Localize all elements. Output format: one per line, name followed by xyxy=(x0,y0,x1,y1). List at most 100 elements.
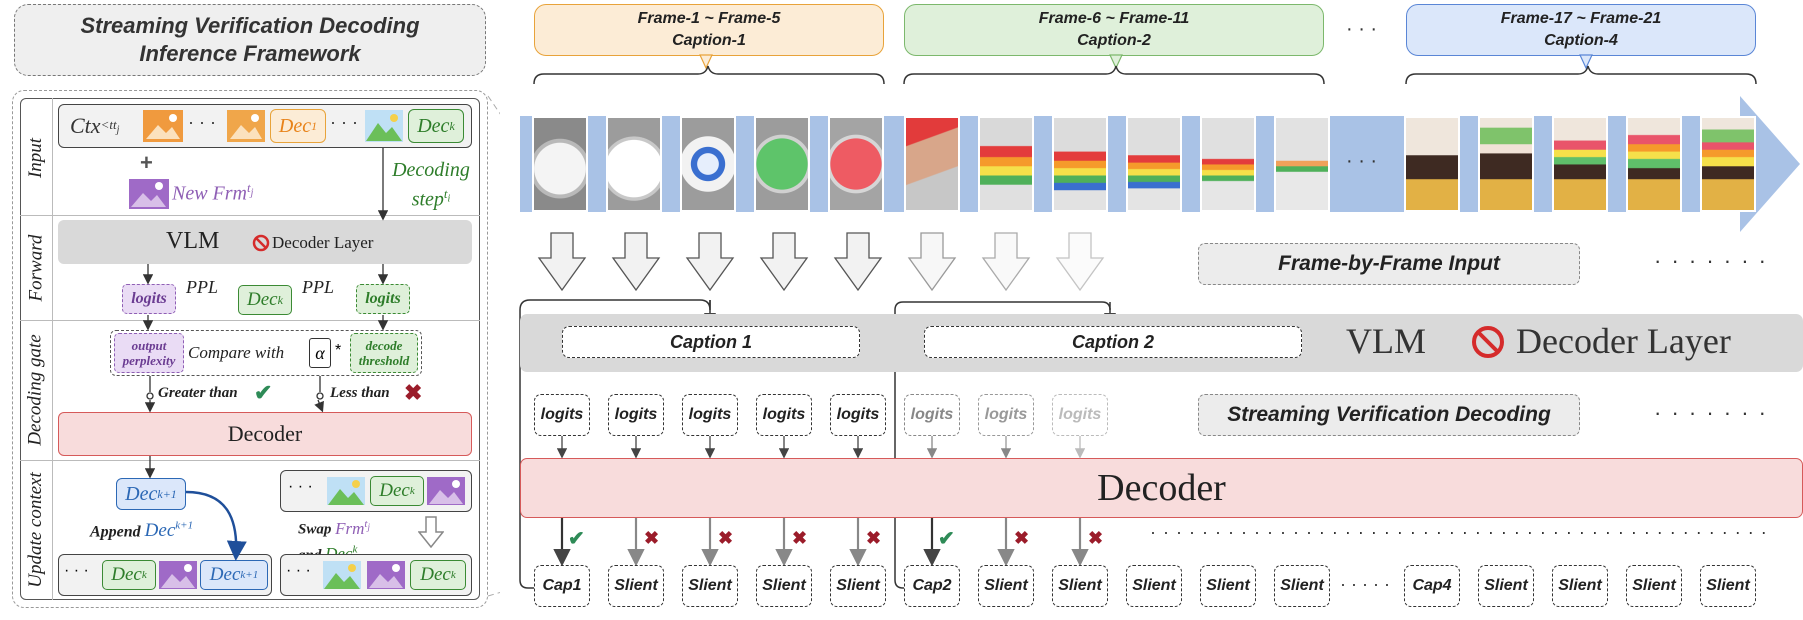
down-arrow-1 xyxy=(537,232,587,292)
caption-ellipsis: · · · xyxy=(1346,18,1378,40)
long-dots-2: · · · · · · · xyxy=(1654,400,1768,425)
new-frame-icon xyxy=(129,179,169,209)
decoder-layer-label-left: Decoder Layer xyxy=(272,233,374,252)
streaming-verification-label: Streaming Verification Decoding xyxy=(1198,394,1580,436)
times-sign: * xyxy=(335,342,342,359)
decoder-bar: Decoder xyxy=(520,458,1803,518)
cross-icon-3: ✖ xyxy=(718,528,734,548)
orange-frame-icon xyxy=(143,110,183,142)
video-frame-21 xyxy=(1700,116,1756,212)
down-arrow-6 xyxy=(907,232,957,292)
output-slient-1: Slient xyxy=(608,565,664,607)
logits-box-green: logits xyxy=(356,284,410,314)
swapped-purple-icon xyxy=(367,561,405,589)
check-icon-1: ✔ xyxy=(568,528,585,550)
output-slient-3: Slient xyxy=(756,565,812,607)
cross-icon-2: ✖ xyxy=(644,528,660,548)
logits-box-5: logits xyxy=(830,394,886,436)
compare-group xyxy=(110,330,422,376)
logits-box-6: logits xyxy=(904,394,960,436)
long-dots-1: · · · · · · · xyxy=(1654,248,1768,273)
ppl-label-1: PPL xyxy=(186,277,219,297)
input-dots-2: · · · xyxy=(330,112,358,132)
video-frame-6 xyxy=(904,116,960,212)
vlm-bar-left xyxy=(58,220,472,264)
divider-gate xyxy=(20,320,480,321)
output-cap4: Cap4 xyxy=(1404,565,1460,607)
framework-title: Streaming Verification Decoding Inferenc… xyxy=(14,4,486,76)
video-frame-7 xyxy=(978,116,1034,212)
video-frame-19 xyxy=(1552,116,1608,212)
cross-icon-5: ✖ xyxy=(866,528,882,548)
output-dots-row: · · · · · · · · · · · · · · · · · · · · … xyxy=(1150,522,1768,542)
alpha-box: α xyxy=(309,338,331,368)
video-frame-8 xyxy=(1052,116,1108,212)
logits-box-2: logits xyxy=(608,394,664,436)
decoding-step-label: Decoding stepti xyxy=(392,159,470,211)
output-cap1: Cap1 xyxy=(534,565,590,607)
less-than-label: Less than xyxy=(330,385,390,401)
decoder-bar-left: Decoder xyxy=(58,412,472,456)
cross-icon-4: ✖ xyxy=(792,528,808,548)
output-slient-6: Slient xyxy=(1052,565,1108,607)
swap-down-arrow-icon xyxy=(418,516,444,548)
swapped-dots: · · · xyxy=(286,562,311,579)
output-slient-13: Slient xyxy=(1700,565,1756,607)
appended-dots: · · · xyxy=(64,562,89,579)
greater-than-label: Greater than xyxy=(158,385,238,401)
frame-ellipsis: · · · xyxy=(1346,150,1378,172)
check-icon-6: ✔ xyxy=(938,528,955,550)
swap-dots: · · · xyxy=(288,478,313,495)
output-slient-12: Slient xyxy=(1626,565,1682,607)
append-label: Append Deck+1 xyxy=(90,520,194,542)
output-slient-9: Slient xyxy=(1274,565,1330,607)
framework-title-line1: Streaming Verification Decoding xyxy=(80,13,420,38)
output-slient-4: Slient xyxy=(830,565,886,607)
caption-2-box: Caption 2 xyxy=(924,326,1302,358)
framework-inner-panel xyxy=(20,98,480,600)
output-slient-10: Slient xyxy=(1478,565,1534,607)
video-frame-1 xyxy=(532,116,588,212)
vlm-label: VLM xyxy=(1346,321,1426,361)
divider-forward xyxy=(20,215,480,216)
divider-sidebar xyxy=(52,98,53,600)
video-frame-2 xyxy=(606,116,662,212)
caption-1-box: Caption 1 xyxy=(562,326,860,358)
input-dots-1: · · · xyxy=(188,112,216,132)
logits-box-purple: logits xyxy=(122,284,176,314)
down-arrow-5 xyxy=(833,232,883,292)
plus-sign: + xyxy=(140,150,153,175)
down-arrow-3 xyxy=(685,232,735,292)
video-frame-4 xyxy=(754,116,810,212)
no-sign-icon-right xyxy=(1472,326,1504,358)
cross-icon-gate: ✖ xyxy=(404,380,423,405)
video-frame-17 xyxy=(1404,116,1460,212)
output-mid-dots: · · · · · xyxy=(1340,574,1390,594)
divider-update xyxy=(20,460,480,461)
ppl-label-2: PPL xyxy=(302,277,335,297)
compare-with-label: Compare with xyxy=(188,343,285,362)
logits-box-8: logits xyxy=(1052,394,1108,436)
down-arrow-4 xyxy=(759,232,809,292)
framework-title-line2: Inference Framework xyxy=(139,41,361,66)
logits-box-4: logits xyxy=(756,394,812,436)
video-frame-11 xyxy=(1274,116,1330,212)
frame-by-frame-label: Frame-by-Frame Input xyxy=(1198,243,1580,285)
output-slient-5: Slient xyxy=(978,565,1034,607)
output-slient-7: Slient xyxy=(1126,565,1182,607)
framework-panel xyxy=(12,90,488,608)
new-frame-label: New Frmtj xyxy=(172,180,254,205)
decoder-layer-label: Decoder Layer xyxy=(1516,321,1731,361)
no-sign-icon xyxy=(252,234,270,252)
context-label: Ctx<ttj xyxy=(70,113,120,138)
logits-box-1: logits xyxy=(534,394,590,436)
landscape-frame-icon xyxy=(365,110,403,142)
